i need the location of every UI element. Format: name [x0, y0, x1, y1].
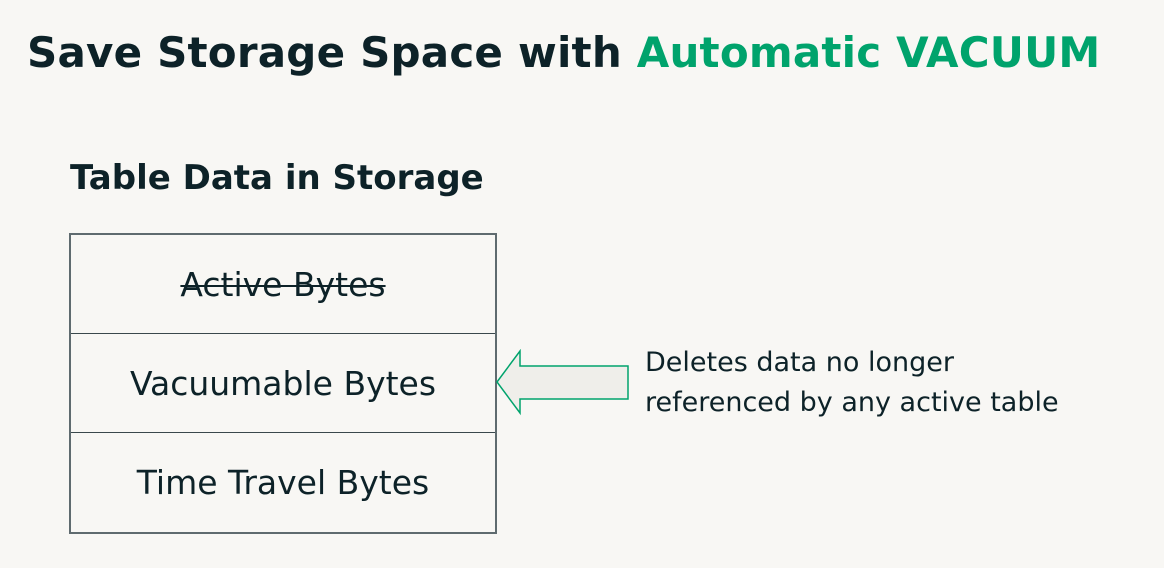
diagram-subtitle: Table Data in Storage [70, 158, 484, 198]
note-line-1: Deletes data no longer [645, 347, 954, 378]
stack-cell-label: Vacuumable Bytes [129, 363, 437, 403]
storage-stack: Active Bytes Vacuumable Bytes Time Trave… [69, 233, 497, 534]
left-arrow-icon [496, 349, 629, 416]
page-title: Save Storage Space with Automatic VACUUM [27, 28, 1100, 77]
title-main: Save Storage Space with [27, 28, 637, 77]
vacuum-note: Deletes data no longer referenced by any… [645, 343, 1059, 423]
stack-cell-time-travel-bytes: Time Travel Bytes [71, 433, 495, 532]
title-accent: Automatic VACUUM [636, 28, 1101, 77]
stack-cell-vacuumable-bytes: Vacuumable Bytes [71, 334, 495, 433]
stack-cell-label: Time Travel Bytes [136, 463, 430, 502]
stack-cell-active-bytes: Active Bytes [71, 235, 495, 334]
stack-cell-label: Active Bytes [180, 264, 386, 304]
note-line-2: referenced by any active table [645, 387, 1059, 418]
